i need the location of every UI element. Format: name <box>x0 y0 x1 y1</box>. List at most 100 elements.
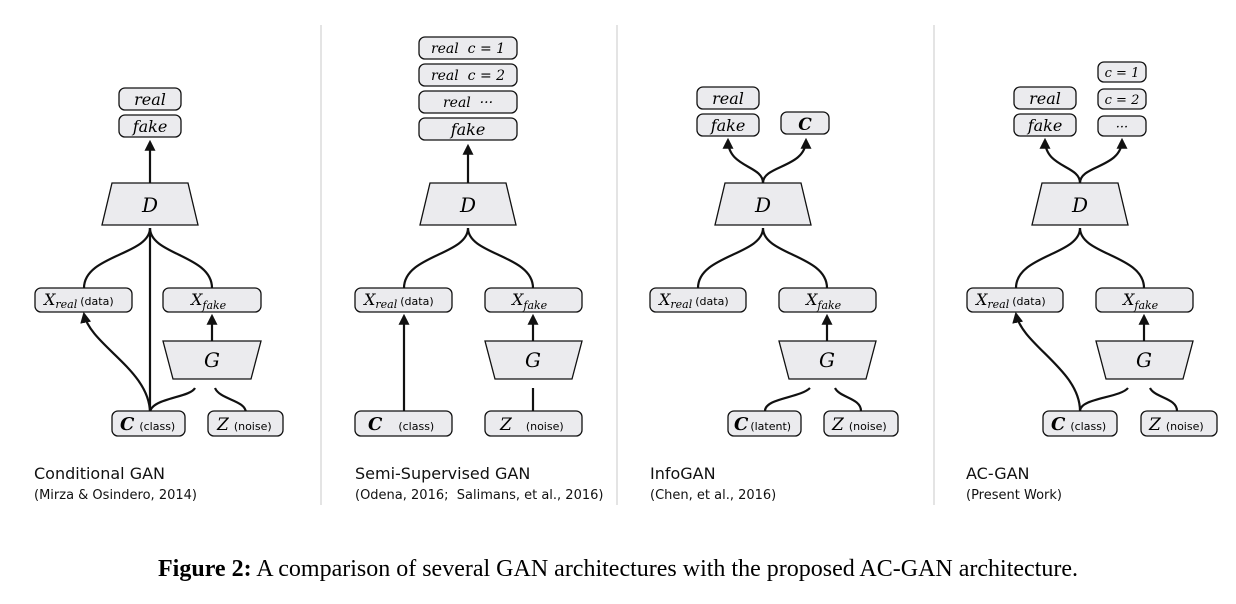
edge-c-to-xreal <box>1012 311 1082 412</box>
x-real-box <box>34 287 133 313</box>
c-input-box <box>1042 410 1118 437</box>
panel-citation: (Present Work) <box>966 488 1062 503</box>
edge-xreal-to-d <box>402 227 470 289</box>
c-input-box <box>111 410 186 437</box>
output-fake-label: fake <box>132 117 168 136</box>
z-input-box <box>1140 410 1218 437</box>
output-real-etc-box <box>418 90 518 114</box>
output-class-2-box <box>1097 88 1147 110</box>
discriminator-label: D <box>1071 193 1088 217</box>
output-fake-label: fake <box>1027 116 1063 135</box>
c-input-box <box>727 410 802 437</box>
edge-z-to-g <box>213 387 248 414</box>
z-input-label: Z(noise) <box>216 415 272 435</box>
edge-xfake-to-d <box>148 227 214 289</box>
output-class-etc-box <box>1097 115 1147 137</box>
x-real-box <box>649 287 747 313</box>
panel-title: InfoGAN <box>650 464 716 483</box>
panel-title: Semi-Supervised GAN <box>355 464 530 483</box>
discriminator-block <box>714 182 812 226</box>
output-real-box <box>696 86 760 110</box>
output-fake-box <box>696 113 760 137</box>
c-input-box <box>354 410 453 437</box>
c-input-label: C(class) <box>368 414 434 435</box>
panel-citation: (Odena, 2016; Salimans, et al., 2016) <box>355 488 603 503</box>
output-real-label: real <box>1029 89 1061 108</box>
edge-d-to-class <box>1078 137 1128 184</box>
x-fake-box <box>484 287 583 313</box>
output-real-etc-label: real ··· <box>443 95 493 111</box>
panel-semi-supervised-gan: real c = 1 real c = 2 real ··· fake D Xr… <box>354 36 603 503</box>
generator-block <box>778 340 877 380</box>
discriminator-block <box>1031 182 1129 226</box>
output-class-1-box <box>1097 61 1147 83</box>
x-fake-box <box>1095 287 1194 313</box>
x-real-label: Xreal(data) <box>42 290 114 311</box>
edge-d-to-c <box>761 137 812 184</box>
x-real-label: Xreal(data) <box>974 290 1046 311</box>
caption-label: Figure 2: <box>158 556 252 582</box>
output-real-label: real <box>712 89 744 108</box>
panel-citation: (Mirza & Osindero, 2014) <box>34 488 197 503</box>
z-input-box <box>484 410 583 437</box>
z-input-box <box>823 410 899 437</box>
edge-z-to-g <box>1149 387 1179 412</box>
generator-label: G <box>819 348 835 372</box>
output-fake-box <box>418 117 518 141</box>
edge-z-to-g <box>834 387 863 412</box>
z-input-box <box>207 410 284 437</box>
generator-block <box>1095 340 1194 380</box>
z-input-label: Z(noise) <box>1148 415 1204 435</box>
output-fake-box <box>118 114 182 138</box>
c-input-label: C(class) <box>1051 414 1106 435</box>
edge-c-to-xreal <box>80 311 152 414</box>
output-c-box <box>780 111 830 135</box>
x-fake-label: Xfake <box>189 290 227 312</box>
output-class-2-label: c = 2 <box>1105 93 1140 108</box>
x-real-label: Xreal(data) <box>362 290 434 311</box>
edge-xfake-to-d <box>466 227 535 289</box>
generator-block <box>484 340 583 380</box>
output-real-c1-box <box>418 36 518 60</box>
output-real-box <box>118 87 182 111</box>
output-c-label: C <box>798 115 812 135</box>
caption-text: A comparison of several GAN architecture… <box>252 556 1078 582</box>
x-fake-label: Xfake <box>804 290 842 312</box>
output-real-c1-label: real c = 1 <box>431 41 505 57</box>
x-real-label: Xreal(data) <box>657 290 729 311</box>
c-input-label: C(class) <box>120 414 175 435</box>
figure-caption: Figure 2: A comparison of several GAN ar… <box>158 556 1078 582</box>
z-input-label: Z(noise) <box>831 415 887 435</box>
discriminator-block <box>419 182 517 226</box>
output-fake-box <box>1013 113 1077 137</box>
edge-xreal-to-d <box>696 227 765 289</box>
discriminator-label: D <box>754 193 771 217</box>
edge-c-to-g <box>1078 387 1129 412</box>
discriminator-block <box>101 182 199 226</box>
output-real-c2-label: real c = 2 <box>431 68 505 84</box>
output-class-1-label: c = 1 <box>1105 66 1140 81</box>
panel-ac-gan: real fake c = 1 c = 2 ··· D Xreal(data) … <box>966 61 1218 503</box>
edge-xreal-to-d <box>1014 227 1082 289</box>
edge-d-to-realfake <box>1039 137 1082 184</box>
panel-citation: (Chen, et al., 2016) <box>650 488 776 503</box>
x-fake-label: Xfake <box>1121 290 1159 312</box>
generator-block <box>162 340 262 380</box>
x-fake-label: Xfake <box>510 290 548 312</box>
edge-xfake-to-d <box>1078 227 1146 289</box>
edge-c-to-g <box>763 387 811 412</box>
output-real-label: real <box>134 90 166 109</box>
x-real-box <box>354 287 453 313</box>
panel-title: AC-GAN <box>966 464 1030 483</box>
output-real-c2-box <box>418 63 518 87</box>
output-fake-label: fake <box>450 120 486 139</box>
edge-xfake-to-d <box>761 227 829 289</box>
z-input-label: Z(noise) <box>499 415 564 435</box>
panel-title: Conditional GAN <box>34 464 165 483</box>
edge-xreal-to-d <box>82 227 152 289</box>
panel-infogan: real fake C D Xreal(data) Xfake G C(late… <box>649 86 899 503</box>
discriminator-label: D <box>141 193 158 217</box>
x-fake-box <box>778 287 877 313</box>
generator-label: G <box>204 348 220 372</box>
